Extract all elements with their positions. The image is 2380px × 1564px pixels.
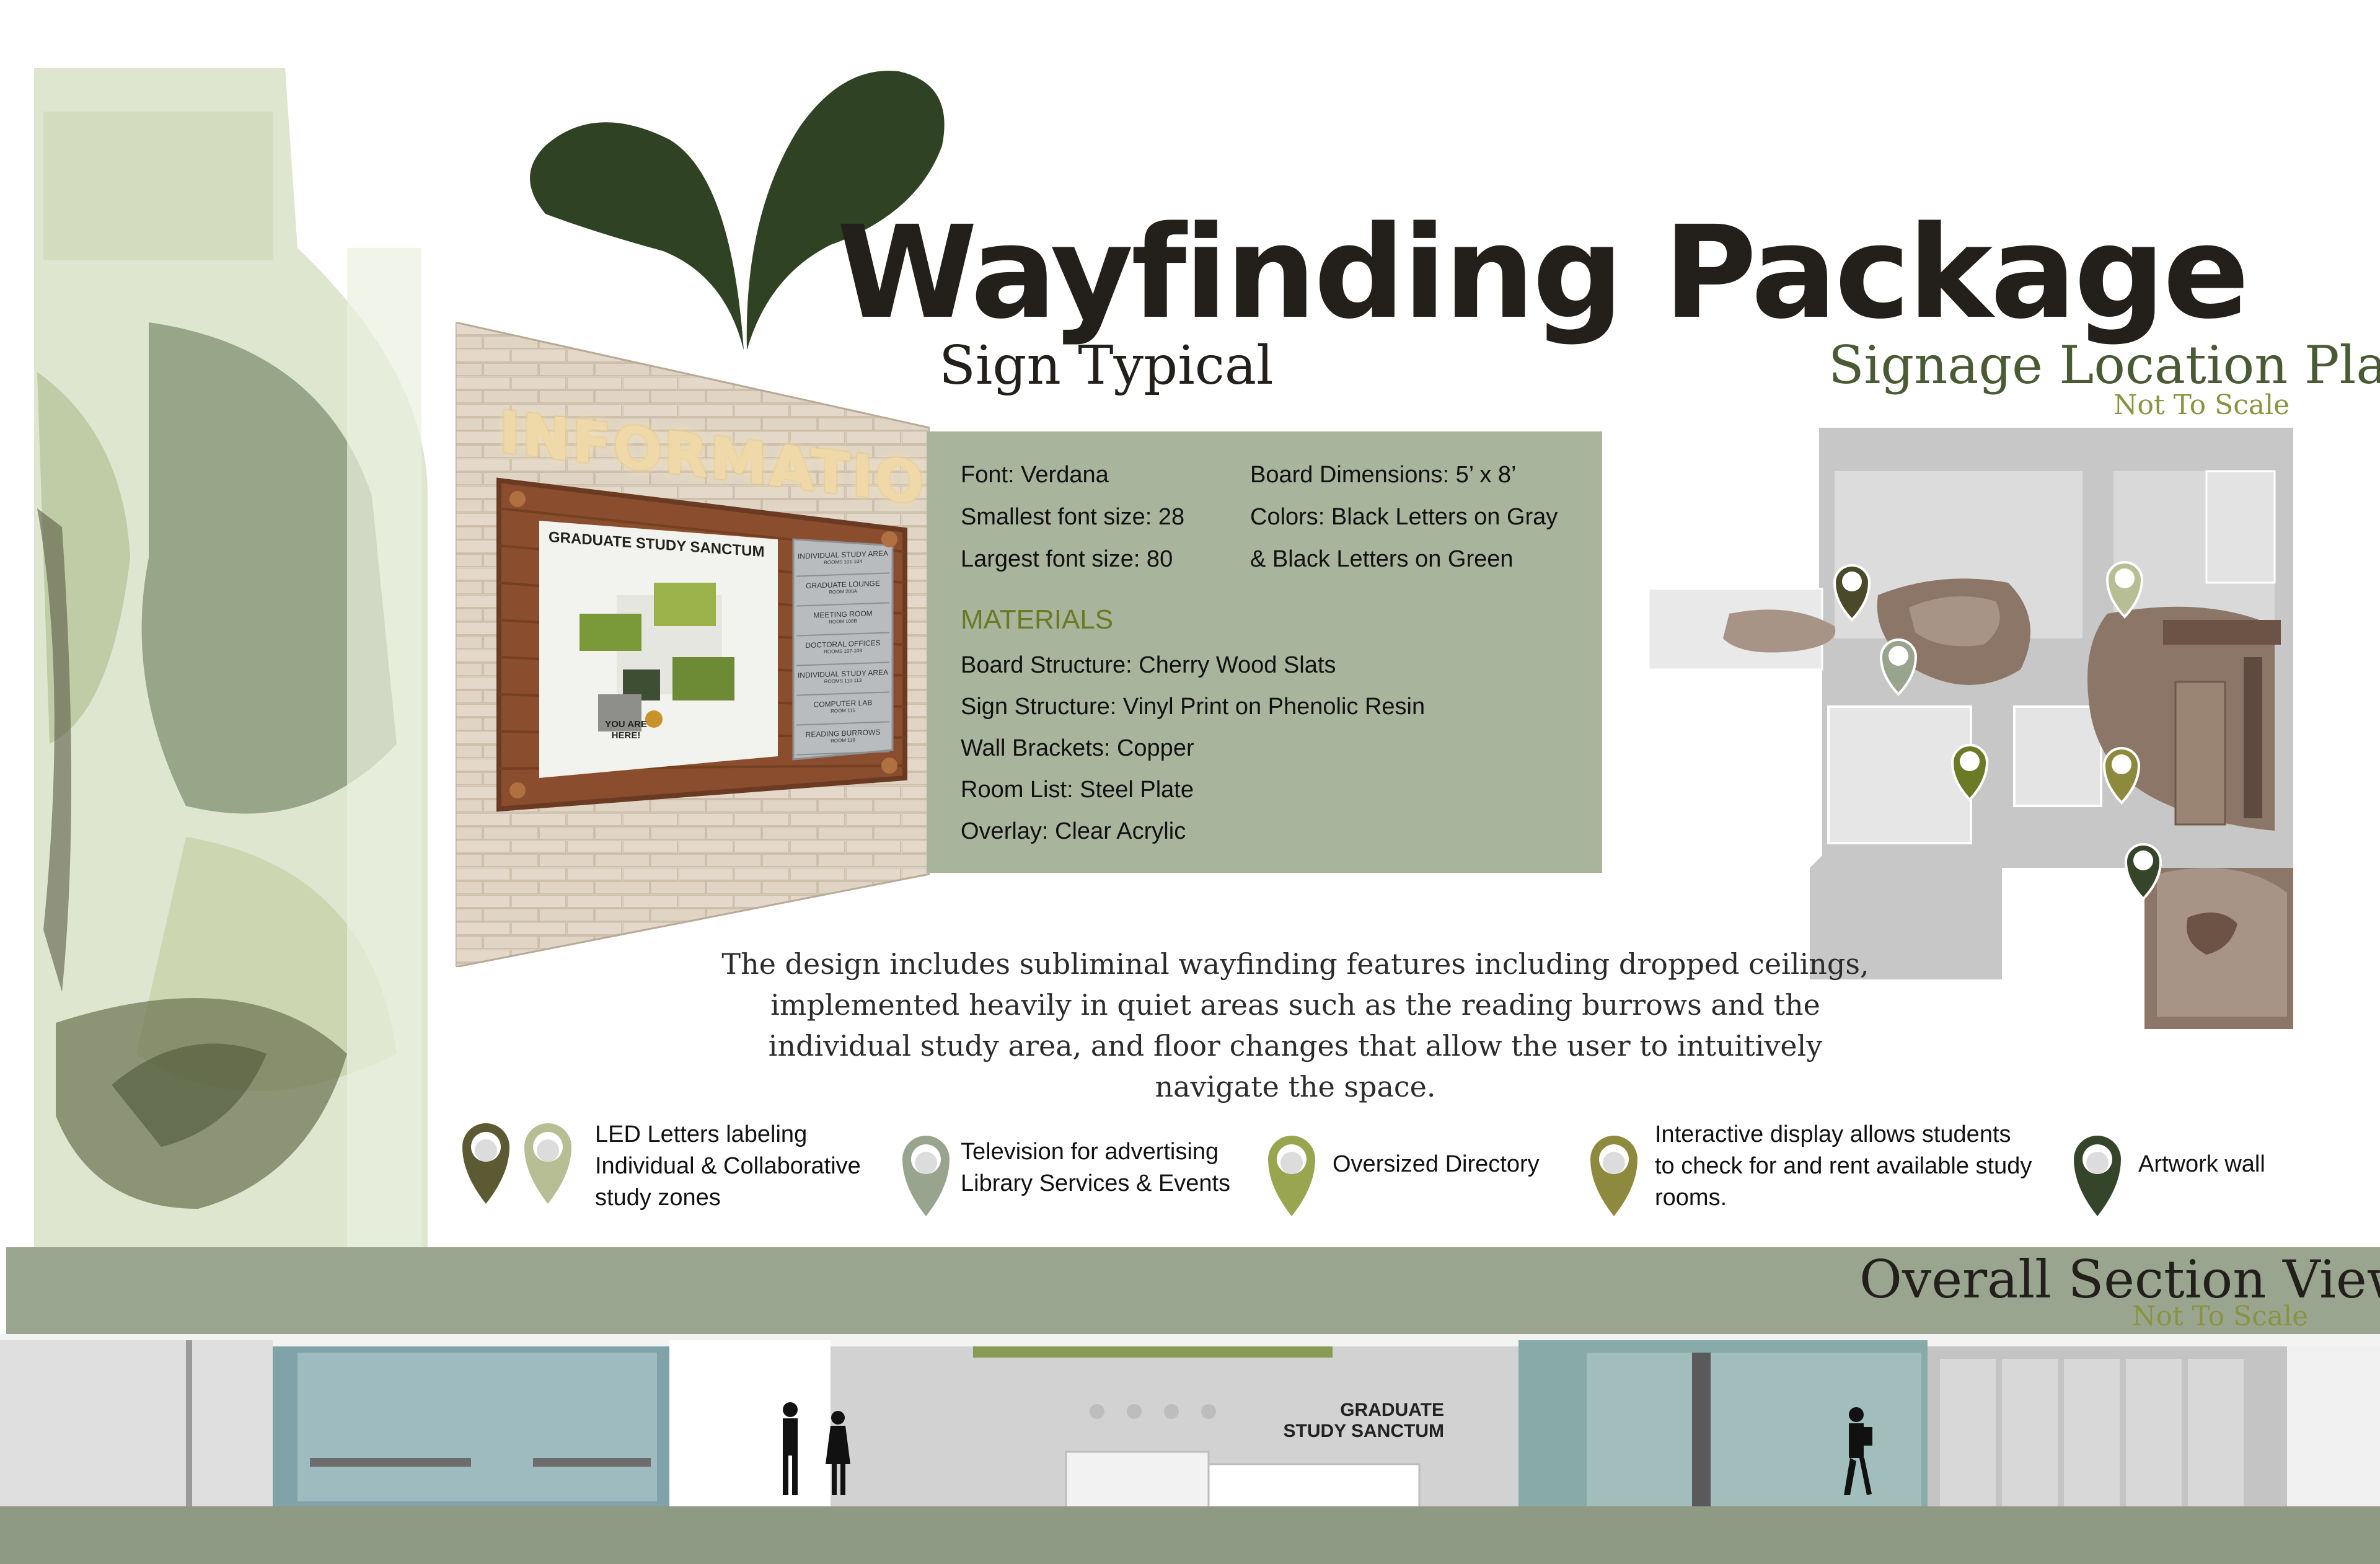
brick-wall-background (456, 322, 930, 967)
spec-item: Colors: Black Letters on Gray (1250, 504, 1558, 530)
plan-marker (2105, 561, 2144, 619)
desk-sign-line: GRADUATE (1340, 1400, 1444, 1420)
material-item: Board Structure: Cherry Wood Slats (961, 652, 1336, 678)
legend-text: Oversized Directory (1333, 1149, 1540, 1180)
section-view-scale-note: Not To Scale (2132, 1301, 2309, 1332)
design-description: The design includes subliminal wayfindin… (721, 947, 1869, 1103)
leaf-logo-icon (530, 71, 945, 351)
watercolor-bottle-illustration (34, 68, 428, 1265)
legend-text-line: Library Services & Events (961, 1170, 1231, 1196)
map-pin-icon (1268, 1136, 1315, 1216)
legend-text-line: Artwork wall (2138, 1151, 2265, 1177)
map-pin-icon (902, 1136, 950, 1216)
desk-sign-line: STUDY SANCTUM (1283, 1421, 1444, 1441)
legend-text-line: Individual & Collaborative (595, 1153, 861, 1179)
section-view-drawing (0, 1334, 2380, 1508)
plan-marker (1950, 744, 1989, 802)
person-silhouette-icon (783, 1402, 1872, 1495)
legend-text: Interactive display allows students to ch… (1655, 1119, 2032, 1214)
map-pin-icon (1590, 1136, 1637, 1216)
legend-text-line: study zones (595, 1185, 721, 1211)
plan-marker (2124, 843, 2162, 901)
map-pin-icon (2074, 1136, 2121, 1216)
spec-item: & Black Letters on Green (1250, 546, 1514, 572)
plan-marker (1879, 638, 1918, 696)
section-floor-band (0, 1506, 2380, 1564)
section-view-heading: Overall Section View (1859, 1249, 2380, 1310)
spec-item: Smallest font size: 28 (961, 504, 1185, 530)
material-item: Sign Structure: Vinyl Print on Phenolic … (961, 694, 1426, 720)
page-title: Wayfinding Package (837, 198, 2249, 347)
map-pin-icon (524, 1123, 571, 1204)
you-are-here-label: YOU ARE HERE! (605, 719, 647, 741)
materials-heading: MATERIALS (961, 604, 1114, 635)
map-pin-icon (462, 1123, 509, 1204)
material-item: Overlay: Clear Acrylic (961, 818, 1186, 844)
spec-item: Largest font size: 80 (961, 546, 1173, 572)
legend-text-line: rooms. (1655, 1185, 1727, 1211)
spec-item: Board Dimensions: 5’ x 8’ (1250, 462, 1517, 488)
sign-typical-heading: Sign Typical (939, 335, 1274, 397)
section-view-band (6, 1247, 2380, 1334)
location-plan-heading: Signage Location Plan (1828, 335, 2380, 395)
legend-text-line: Oversized Directory (1333, 1151, 1540, 1177)
sign-spec-panel (927, 431, 1602, 873)
plan-marker (2102, 747, 2141, 805)
legend-text-line: Television for advertising (961, 1139, 1219, 1165)
material-item: Room List: Steel Plate (961, 777, 1194, 803)
legend-text-line: LED Letters labeling (595, 1121, 808, 1147)
plan-marker (1833, 564, 1871, 622)
legend-text: Artwork wall (2138, 1149, 2265, 1180)
spec-item: Font: Verdana (961, 462, 1109, 488)
signage-location-plan (1649, 428, 2293, 1029)
sign-rendering: INFORMATION GRADUATE STUDY SANCTUM YOU A… (456, 322, 976, 967)
location-plan-scale-note: Not To Scale (2113, 389, 2290, 421)
material-item: Wall Brackets: Copper (961, 735, 1194, 761)
legend-text-line: to check for and rent available study (1655, 1153, 2032, 1179)
legend-text-line: Interactive display allows students (1655, 1121, 2011, 1147)
